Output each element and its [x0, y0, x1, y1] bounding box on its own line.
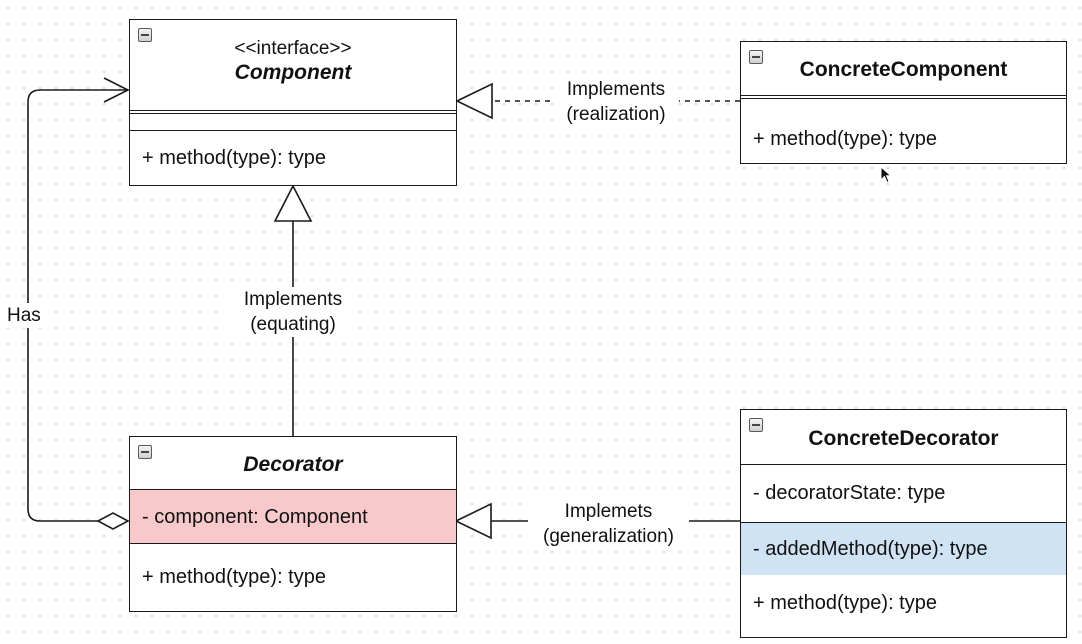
methods-section: + method(type): type [130, 130, 456, 171]
stereotype-label: <<interface>> [234, 38, 352, 59]
attribute-item: - decoratorState: type [753, 482, 946, 504]
collapse-icon[interactable] [138, 28, 152, 42]
collapse-icon[interactable] [138, 445, 152, 459]
method-item: + method(type): type [142, 566, 326, 588]
method-item: + method(type): type [753, 592, 937, 614]
class-header: ConcreteDecorator [741, 410, 1066, 464]
aggregation-open-arrowhead [103, 77, 130, 103]
class-decorator[interactable]: Decorator - component: Component + metho… [129, 436, 457, 612]
class-name: ConcreteDecorator [808, 427, 999, 450]
collapse-icon[interactable] [749, 418, 763, 432]
class-header: ConcreteComponent [741, 42, 1066, 95]
attributes-section: - decoratorState: type [741, 464, 1066, 522]
class-name: Component [234, 61, 352, 84]
methods-section: + method(type): type [130, 543, 456, 590]
method-item: - addedMethod(type): type [753, 538, 988, 560]
method-item: + method(type): type [142, 147, 326, 169]
collapse-icon[interactable] [749, 50, 763, 64]
attributes-section: - component: Component [130, 489, 456, 543]
class-name: ConcreteComponent [799, 58, 1008, 81]
methods-section: - addedMethod(type): type + method(type)… [741, 522, 1066, 633]
class-concrete-decorator[interactable]: ConcreteDecorator - decoratorState: type… [740, 409, 1067, 638]
edge-label-has: Has [4, 303, 44, 328]
edge-label-generalization: Implemets (generalization) [528, 499, 689, 549]
mouse-cursor-icon [880, 166, 892, 184]
class-header: <<interface>> Component [130, 20, 456, 110]
method-row: + method(type): type [741, 575, 1066, 633]
method-row-highlighted: - addedMethod(type): type [741, 523, 1066, 575]
attributes-section [130, 110, 456, 130]
attribute-item: - component: Component [142, 506, 368, 528]
realization-triangle [455, 82, 493, 120]
equating-triangle [273, 184, 313, 222]
aggregation-diamond [96, 512, 130, 530]
class-name: Decorator [243, 453, 343, 476]
class-concrete-component[interactable]: ConcreteComponent + method(type): type [740, 41, 1067, 164]
edge-label-equating: Implements (equating) [228, 287, 358, 337]
edge-label-realization: Implements (realization) [553, 77, 679, 127]
class-component[interactable]: <<interface>> Component + method(type): … [129, 19, 457, 186]
method-item: + method(type): type [753, 128, 937, 150]
class-header: Decorator [130, 437, 456, 489]
methods-section: + method(type): type [741, 95, 1066, 152]
generalization-triangle [454, 502, 492, 540]
